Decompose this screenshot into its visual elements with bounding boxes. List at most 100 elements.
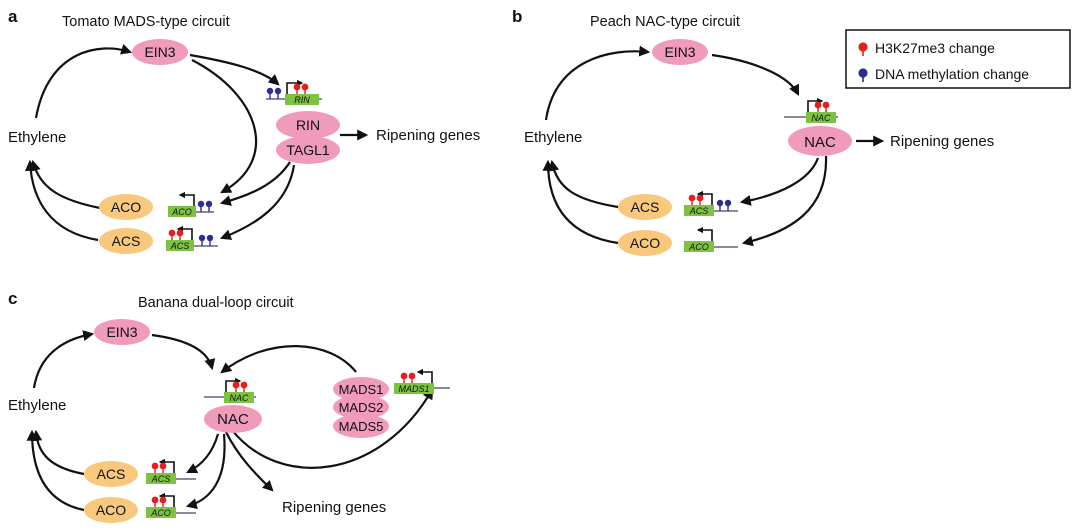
gene-nac-promoter-arrow xyxy=(807,97,824,112)
edge-acs-to-ethylene xyxy=(548,159,619,209)
node-tagl1-label: TAGL1 xyxy=(286,142,330,158)
node-nac-shape xyxy=(204,405,262,433)
node-acs: ACS xyxy=(84,461,138,487)
gene-rin: RIN xyxy=(266,79,322,105)
gene-mads1-label: MADS1 xyxy=(398,384,429,394)
node-mads2-shape xyxy=(333,395,389,419)
node-acs-shape xyxy=(84,461,138,487)
ripening-genes-label: Ripening genes xyxy=(282,499,386,516)
gene-mads1-promoter-arrow xyxy=(416,368,433,383)
node-nac-label: NAC xyxy=(804,134,836,151)
gene-aco: ACO xyxy=(684,226,738,252)
dna-methylation-marker xyxy=(198,234,214,246)
node-ethylene-label: Ethylene xyxy=(524,129,582,146)
gene-acs-promoter-arrow xyxy=(696,190,713,205)
node-ein3-label: EIN3 xyxy=(144,44,175,60)
node-aco-shape xyxy=(618,230,672,256)
gene-nac-label: NAC xyxy=(229,393,249,403)
gene-aco-box xyxy=(146,507,176,518)
panel-c-title: Banana dual-loop circuit xyxy=(138,295,294,311)
dna-methylation-marker xyxy=(716,199,732,211)
gene-aco: ACO xyxy=(168,191,214,217)
node-aco-label: ACO xyxy=(630,235,660,251)
gene-rin-box xyxy=(285,94,319,105)
gene-acs: ACS xyxy=(146,458,196,484)
gene-acs: ACS xyxy=(684,190,738,216)
gene-aco-box xyxy=(168,206,196,217)
dna-methylation-marker xyxy=(266,87,282,99)
edge-ein3-to-nac-gene xyxy=(711,53,799,96)
edge-acs-to-ethylene xyxy=(31,429,85,476)
panel-a-title: Tomato MADS-type circuit xyxy=(62,14,230,30)
legend-box xyxy=(845,29,1071,89)
node-tagl1-shape xyxy=(276,136,340,164)
panel-b: b Peach NAC-type circuit EIN3 Ethylene N… xyxy=(512,7,1071,256)
node-acs-label: ACS xyxy=(97,466,126,482)
node-aco-shape xyxy=(84,497,138,523)
gene-mads1: MADS1 xyxy=(394,368,450,394)
node-ein3: EIN3 xyxy=(132,39,188,65)
gene-nac-promoter-arrow xyxy=(225,377,242,392)
edge-aco-to-ethylene xyxy=(26,429,85,512)
node-acs-label: ACS xyxy=(112,233,141,249)
node-acs-shape xyxy=(99,228,153,254)
node-aco-label: ACO xyxy=(96,502,126,518)
gene-aco-label: ACO xyxy=(688,242,709,252)
ripening-genes-label: Ripening genes xyxy=(890,133,994,150)
node-aco-shape xyxy=(99,194,153,220)
edge-nac-to-acs-gene xyxy=(186,433,220,473)
node-mads5-shape xyxy=(333,414,389,438)
edge-nac-to-mads1-gene xyxy=(231,388,434,469)
gene-mads1-box xyxy=(394,383,434,394)
gene-rin-label: RIN xyxy=(294,95,310,105)
edge-tagl1-to-acs-gene xyxy=(219,164,296,240)
edge-ein3-to-aco-gene xyxy=(191,59,258,194)
node-aco: ACO xyxy=(84,497,138,523)
gene-aco-label: ACO xyxy=(150,508,171,518)
node-mads1-label: MADS1 xyxy=(339,382,384,397)
h3k27me3-marker xyxy=(814,101,830,112)
node-aco: ACO xyxy=(618,230,672,256)
gene-aco-box xyxy=(684,241,714,252)
panel-a: a Tomato MADS-type circuit EIN3 Ethylene… xyxy=(8,7,480,254)
legend-dna-methylation-item: DNA methylation change xyxy=(858,66,1029,82)
legend-h3k27me3-item: H3K27me3 change xyxy=(858,40,995,56)
gene-acs-promoter-arrow xyxy=(158,458,175,473)
legend: H3K27me3 change DNA methylation change xyxy=(845,29,1071,89)
dna-methylation-marker xyxy=(197,200,213,212)
gene-nac: NAC xyxy=(784,97,838,123)
edge-tagl1-to-aco-gene xyxy=(219,161,291,206)
edge-ein3-to-rin-gene xyxy=(189,53,280,86)
node-rin-shape xyxy=(276,111,340,139)
gene-nac-label: NAC xyxy=(811,113,831,123)
legend-dna-methylation-marker xyxy=(858,68,868,78)
gene-aco-promoter-arrow xyxy=(178,191,195,206)
node-acs-shape xyxy=(618,194,672,220)
panel-c-letter: c xyxy=(8,289,17,308)
edge-nac-to-aco-gene xyxy=(185,433,226,509)
panel-b-letter: b xyxy=(512,7,522,26)
node-mads1-shape xyxy=(333,377,389,401)
node-ein3-label: EIN3 xyxy=(664,44,695,60)
gene-acs-box xyxy=(684,205,714,216)
edge-ethylene-to-ein3 xyxy=(544,45,651,121)
legend-dna-methylation-label: DNA methylation change xyxy=(875,66,1029,82)
gene-acs-label: ACS xyxy=(689,206,709,216)
gene-acs: ACS xyxy=(166,225,218,251)
node-rin-tagl1-complex: RIN TAGL1 xyxy=(276,111,340,164)
edge-mads1-to-nac-gene xyxy=(220,345,357,374)
node-ein3-shape xyxy=(652,39,708,65)
node-acs-label: ACS xyxy=(631,199,660,215)
ripening-genes-label: Ripening genes xyxy=(376,127,480,144)
h3k27me3-marker xyxy=(232,381,248,392)
node-ein3-shape xyxy=(132,39,188,65)
node-ein3: EIN3 xyxy=(652,39,708,65)
gene-acs-label: ACS xyxy=(151,474,171,484)
h3k27me3-marker xyxy=(293,83,309,94)
gene-acs-box xyxy=(146,473,176,484)
h3k27me3-marker xyxy=(400,372,416,383)
gene-rin-promoter-arrow xyxy=(286,79,304,94)
edge-aco-to-ethylene xyxy=(542,159,619,245)
gene-aco-promoter-arrow xyxy=(158,492,175,507)
